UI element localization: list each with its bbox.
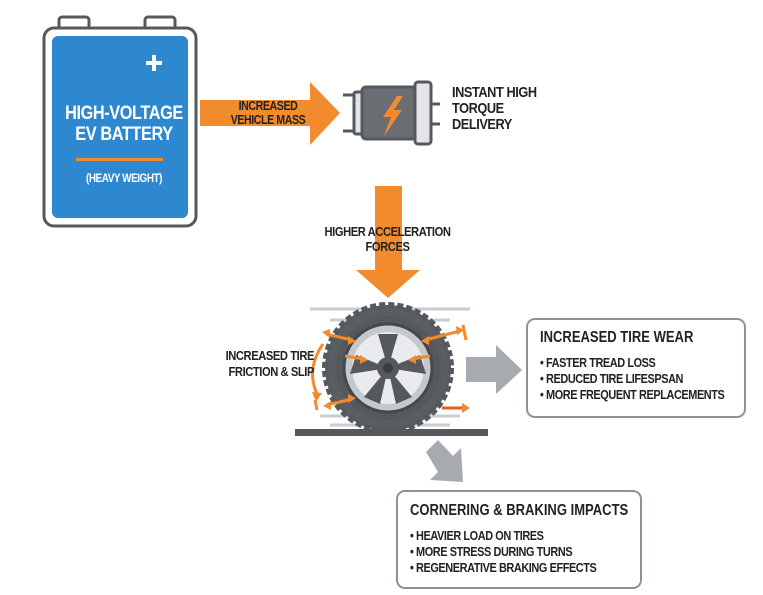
battery-title-line1: HIGH-VOLTAGE: [65, 103, 183, 124]
tire-icon: [322, 302, 454, 434]
friction-label-line1: INCREASED TIRE: [225, 348, 315, 363]
friction-label-line2: FRICTION & SLIP: [228, 364, 315, 379]
torque-label-line2: TORQUE: [452, 100, 504, 117]
battery-subtitle: (HEAVY WEIGHT): [85, 173, 163, 185]
battery-divider: [76, 158, 163, 161]
tire-wear-list: FASTER TREAD LOSS REDUCED TIRE LIFESPSAN…: [540, 355, 725, 403]
torque-label-line3: DELIVERY: [452, 116, 512, 133]
cornering-arrow: [426, 440, 463, 482]
mass-label-line2: VEHICLE MASS: [230, 113, 306, 127]
motor-icon: [343, 80, 440, 146]
acceleration-arrow: [356, 186, 420, 298]
battery-title: HIGH-VOLTAGE EV BATTERY: [55, 103, 193, 145]
cornering-braking-list: HEAVIER LOAD ON TIRES MORE STRESS DURING…: [410, 528, 597, 576]
acceleration-label-line2: FORCES: [365, 239, 410, 254]
list-item: MORE FREQUENT REPLACEMENTS: [540, 387, 725, 403]
list-item: FASTER TREAD LOSS: [540, 355, 724, 371]
friction-label: INCREASED TIRE FRICTION & SLIP: [207, 348, 315, 380]
torque-label: INSTANT HIGH TORQUE DELIVERY: [452, 85, 537, 133]
torque-label-line1: INSTANT HIGH: [452, 84, 537, 101]
mass-label-line1: INCREASED: [238, 99, 298, 113]
list-item: HEAVIER LOAD ON TIRES: [410, 528, 596, 544]
friction-arrows: [311, 324, 470, 413]
acceleration-label: HIGHER ACCELERATION FORCES: [312, 224, 463, 254]
plus-icon: [146, 55, 162, 71]
tire-wear-title: INCREASED TIRE WEAR: [540, 329, 694, 346]
cornering-braking-box: CORNERING & BRAKING IMPACTS HEAVIER LOAD…: [396, 490, 642, 589]
mass-arrow: [200, 82, 340, 145]
acceleration-label-line1: HIGHER ACCELERATION: [324, 224, 451, 239]
list-item: REGENERATIVE BRAKING EFFECTS: [410, 560, 597, 576]
lightning-bolt-icon: [383, 96, 403, 136]
mass-arrow-label: INCREASED VEHICLE MASS: [221, 99, 315, 127]
list-item: REDUCED TIRE LIFESPSAN: [540, 371, 724, 387]
cornering-braking-title: CORNERING & BRAKING IMPACTS: [410, 502, 629, 519]
wear-arrow: [466, 345, 522, 394]
ground-line: [295, 429, 488, 436]
tire-wear-box: INCREASED TIRE WEAR FASTER TREAD LOSS RE…: [526, 318, 746, 418]
battery-body: [52, 36, 188, 218]
battery-title-line2: EV BATTERY: [75, 124, 173, 145]
list-item: MORE STRESS DURING TURNS: [410, 544, 596, 560]
